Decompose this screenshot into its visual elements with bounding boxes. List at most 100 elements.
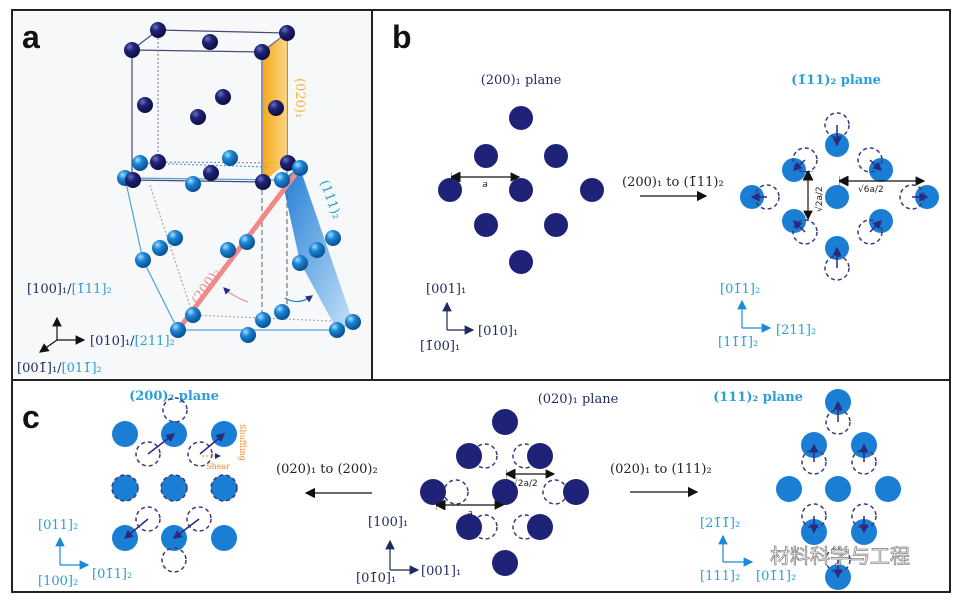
axis-right-label: [010]₁ — [478, 324, 518, 339]
bcc-atom — [544, 213, 568, 237]
transition-label-c-right: (020)₁ to (111)₂ — [610, 462, 712, 477]
title-200-1-plane: (200)₁ plane — [481, 73, 562, 88]
fcc-atom — [274, 304, 290, 320]
dimension-a-label: a — [467, 509, 473, 519]
fcc-atom — [292, 160, 308, 176]
displacement-arrow-icon — [123, 518, 149, 539]
axes-indicator-c-right: [21̄1̄]₂ [01̄1]₂ [111]₂ — [700, 516, 796, 584]
bcc-atom — [544, 144, 568, 168]
axis-up-label: [21̄1̄]₂ — [700, 516, 740, 531]
bcc-atom — [456, 514, 482, 540]
original-site-dashed — [801, 503, 827, 529]
original-site-dashed — [824, 112, 850, 138]
title-111-2-plane: (111)₂ plane — [713, 390, 803, 405]
fcc-atom — [825, 476, 851, 502]
axis-right-bcc: [010]₁/ — [90, 334, 135, 349]
svg-text:[001̄]₁/[011̄]₂: [001̄]₁/[011̄]₂ — [17, 361, 102, 376]
bcc-atom — [509, 250, 533, 274]
bcc-atom — [202, 34, 218, 50]
rotation-arrow-icon — [284, 295, 313, 303]
bcc-atom — [492, 479, 518, 505]
panel-label-b: b — [392, 19, 412, 55]
displacement-arrow-icon — [869, 219, 883, 233]
title-020-1-plane: (020)₁ plane — [538, 392, 619, 407]
fcc-atom — [329, 322, 345, 338]
fcc-atom — [222, 150, 238, 166]
bcc-atom — [492, 409, 518, 435]
bcc-atom — [509, 106, 533, 130]
fcc-atom — [825, 185, 849, 209]
svg-text:[010]₁/[211]₂: [010]₁/[211]₂ — [90, 334, 175, 349]
displacement-arrow-icon — [147, 433, 176, 455]
bcc-atom — [420, 479, 446, 505]
original-site-dashed — [825, 547, 851, 573]
bcc-atom — [150, 154, 166, 170]
bcc-atom — [580, 178, 604, 202]
original-site-dashed — [111, 474, 139, 502]
fcc-atom — [220, 242, 236, 258]
bcc-atom — [527, 514, 553, 540]
dimension-sqrt2-label: √2a/2 — [814, 186, 825, 212]
bcc-atom — [456, 443, 482, 469]
axis-up-label: [001]₁ — [426, 282, 466, 297]
plane-200-2 — [176, 166, 302, 332]
displacement-arrow-icon — [869, 159, 883, 172]
fcc-atom — [112, 475, 138, 501]
displacement-arrow-icon — [792, 219, 806, 233]
original-site-dashed — [187, 441, 213, 467]
bcc-atom — [125, 172, 141, 188]
original-site-dashed — [162, 397, 188, 423]
bcc-atom — [563, 479, 589, 505]
displacement-arrow-icon — [792, 159, 806, 172]
dimension-sqrt2-label: √2a/2 — [512, 478, 538, 489]
axis-right-label: [211]₂ — [776, 323, 816, 338]
original-site-dashed — [210, 474, 238, 502]
axes-indicator-a: [100]₁/[1̄11]₂ [010]₁/[211]₂ [001̄]₁/[01… — [17, 282, 175, 376]
original-site-dashed — [851, 503, 877, 529]
panel-b: b (200)₁ plane (1̄11)₂ plane a (200)₁ to… — [392, 19, 939, 354]
axes-indicator-c-middle: [100]₁ [001]₁ [01̄0]₁ — [356, 515, 461, 586]
original-site-dashed — [857, 147, 883, 173]
axis-up-bcc: [100]₁/ — [27, 282, 72, 297]
fcc-atom — [292, 255, 308, 271]
title-200-2-plane: (200)₂ plane — [129, 389, 219, 404]
axis-up-label: [01̄1]₂ — [720, 282, 760, 297]
axis-up-fcc: [1̄11]₂ — [72, 282, 112, 297]
fcc-atom — [325, 230, 341, 246]
watermark: 材料科学与工程 — [770, 544, 910, 568]
original-site-dashed — [135, 441, 161, 467]
axis-up-label: [011]₂ — [38, 518, 78, 533]
fcc-atom — [239, 234, 255, 250]
bcc-atom — [474, 144, 498, 168]
panel-label-a: a — [22, 19, 40, 55]
axis-normal-label: [100]₂ — [38, 574, 78, 589]
displacement-arrow-icon — [199, 433, 226, 455]
fcc-atom — [240, 327, 256, 343]
fcc-atom — [255, 312, 271, 328]
panel-label-c: c — [22, 399, 40, 435]
bcc-atom — [124, 42, 140, 58]
axis-right-label: [001]₁ — [421, 564, 461, 579]
label-plane-020-1: (020)₁ — [292, 78, 307, 118]
transition-label-c-left: (020)₁ to (200)₂ — [276, 462, 378, 477]
fcc-atom — [309, 242, 325, 258]
fcc-atom — [211, 525, 237, 551]
panel-a-background — [14, 12, 371, 378]
bcc-atom — [215, 89, 231, 105]
bcc-atom — [190, 109, 206, 125]
dimension-a-label: a — [482, 180, 488, 190]
fcc-atom — [170, 322, 186, 338]
axes-indicator-c-left: [011]₂ [01̄1]₂ [100]₂ — [38, 518, 132, 589]
title-111-2-plane: (1̄11)₂ plane — [791, 73, 881, 88]
original-site-dashed — [160, 474, 188, 502]
axis-normal-label: [111]₂ — [700, 569, 740, 584]
figure-frame — [11, 9, 951, 593]
axes-indicator-b-left: [001]₁ [010]₁ [1̄00]₁ — [420, 282, 518, 354]
fcc-atom — [185, 176, 201, 192]
fcc-atom — [875, 476, 901, 502]
bcc-atom — [474, 213, 498, 237]
bcc-atom — [137, 97, 153, 113]
displacement-arrow-icon — [172, 518, 200, 539]
original-site-dashed — [135, 506, 161, 532]
